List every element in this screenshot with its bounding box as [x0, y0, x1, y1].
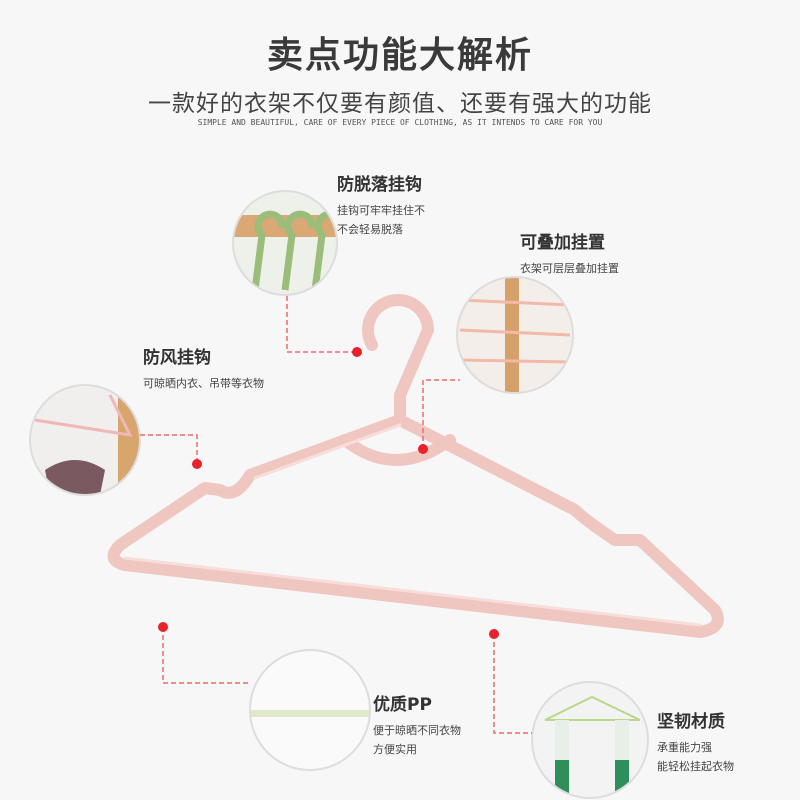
- feature-desc: 方便实用: [373, 743, 417, 756]
- feature-stackable: 可叠加挂置 衣架可层层叠加挂置: [520, 228, 619, 278]
- callout-dots: [158, 347, 499, 639]
- feature-desc: 可晾晒内衣、吊带等衣物: [143, 377, 264, 390]
- feature-title: 坚韧材质: [657, 712, 725, 732]
- hook-photo: [233, 191, 337, 295]
- callout-lines: [140, 296, 532, 734]
- feature-antifall: 防脱落挂钩 挂钩可牢牢挂住不 不会轻易脱落: [337, 170, 425, 239]
- feature-title: 优质PP: [373, 695, 432, 715]
- strength-photo: [532, 682, 648, 798]
- page-title: 卖点功能大解析: [266, 35, 533, 76]
- feature-title: 防风挂钩: [143, 348, 211, 368]
- english-tagline: SIMPLE AND BEAUTIFUL, CARE OF EVERY PIEC…: [197, 118, 603, 127]
- feature-desc: 承重能力强: [657, 741, 712, 754]
- windproof-photo: [30, 385, 140, 495]
- page-subtitle: 一款好的衣架不仅要有颜值、还要有强大的功能: [148, 91, 652, 117]
- feature-strong: 坚韧材质 承重能力强 能轻松挂起衣物: [657, 707, 734, 776]
- pink-hanger: [107, 294, 724, 638]
- feature-pp: 优质PP 便于晾晒不同衣物 方便实用: [373, 690, 461, 759]
- feature-desc: 不会轻易脱落: [337, 223, 403, 236]
- pp-photo: [250, 650, 370, 770]
- feature-title: 可叠加挂置: [520, 233, 605, 253]
- feature-title: 防脱落挂钩: [337, 175, 422, 195]
- feature-desc: 衣架可层层叠加挂置: [520, 262, 619, 275]
- feature-desc: 便于晾晒不同衣物: [373, 724, 461, 737]
- stacking-photo: [457, 277, 573, 393]
- feature-desc: 能轻松挂起衣物: [657, 760, 734, 773]
- feature-desc: 挂钩可牢牢挂住不: [337, 204, 425, 217]
- feature-windproof: 防风挂钩 可晾晒内衣、吊带等衣物: [143, 343, 264, 393]
